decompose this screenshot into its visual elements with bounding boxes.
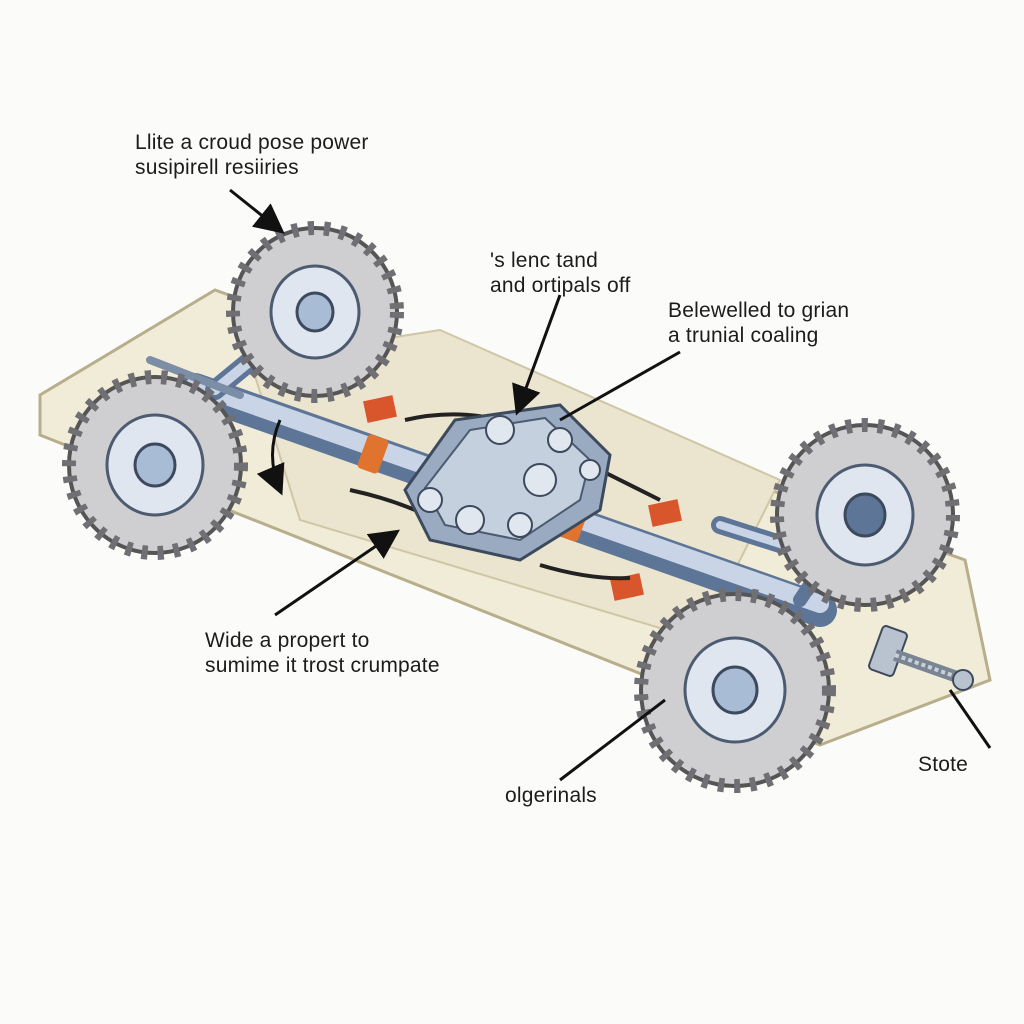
leader-line-bottom-center <box>559 698 666 782</box>
label-mid-left-line1: Wide a propert to <box>205 629 370 652</box>
label-bottom-center: olgerinals <box>505 783 597 808</box>
leader-line-bottom-right <box>948 689 992 749</box>
label-mid-left: Wide a propert to sumime it trost crumpa… <box>205 628 440 678</box>
tie-rod <box>146 356 244 399</box>
central-gearbox <box>403 403 612 562</box>
label-top-center-line1: 's lenc tand <box>490 249 598 272</box>
wheel-rear-right <box>634 587 836 793</box>
wheel-rear-left <box>62 370 248 560</box>
label-bottom-right: Stote <box>918 752 968 777</box>
wheel-front-left <box>226 221 404 403</box>
orange-coupling <box>357 434 389 474</box>
label-bottom-center-line1: olgerinals <box>505 784 597 807</box>
label-top-right-line1: Belewelled to grian <box>668 299 850 322</box>
label-bottom-right-line1: Stote <box>918 753 969 776</box>
leader-line-curved <box>256 419 285 496</box>
wheel-front-right <box>770 418 960 612</box>
label-top-left: Llite a croud pose power susipirell resi… <box>135 130 369 180</box>
label-mid-left-line2: sumime it trost crumpate <box>205 654 440 677</box>
label-top-left-line1: Llite a croud pose power <box>135 131 369 154</box>
leaf-spring <box>539 563 631 581</box>
chassis-marker <box>363 395 397 423</box>
label-top-left-line2: susipirell resiiries <box>135 156 299 179</box>
leader-line-mid-left <box>274 529 400 617</box>
label-top-right-line2: a trunial coaling <box>668 324 819 347</box>
label-top-center: 's lenc tand and ortipals off <box>490 248 631 298</box>
label-top-center-line2: and ortipals off <box>490 274 631 297</box>
leader-line-top-left <box>229 188 285 234</box>
label-top-right: Belewelled to grian a trunial coaling <box>668 298 849 348</box>
chassis-marker <box>648 499 682 527</box>
bolt <box>868 625 974 691</box>
leader-line-top-center <box>512 294 562 416</box>
leader-line-top-right <box>559 350 681 422</box>
